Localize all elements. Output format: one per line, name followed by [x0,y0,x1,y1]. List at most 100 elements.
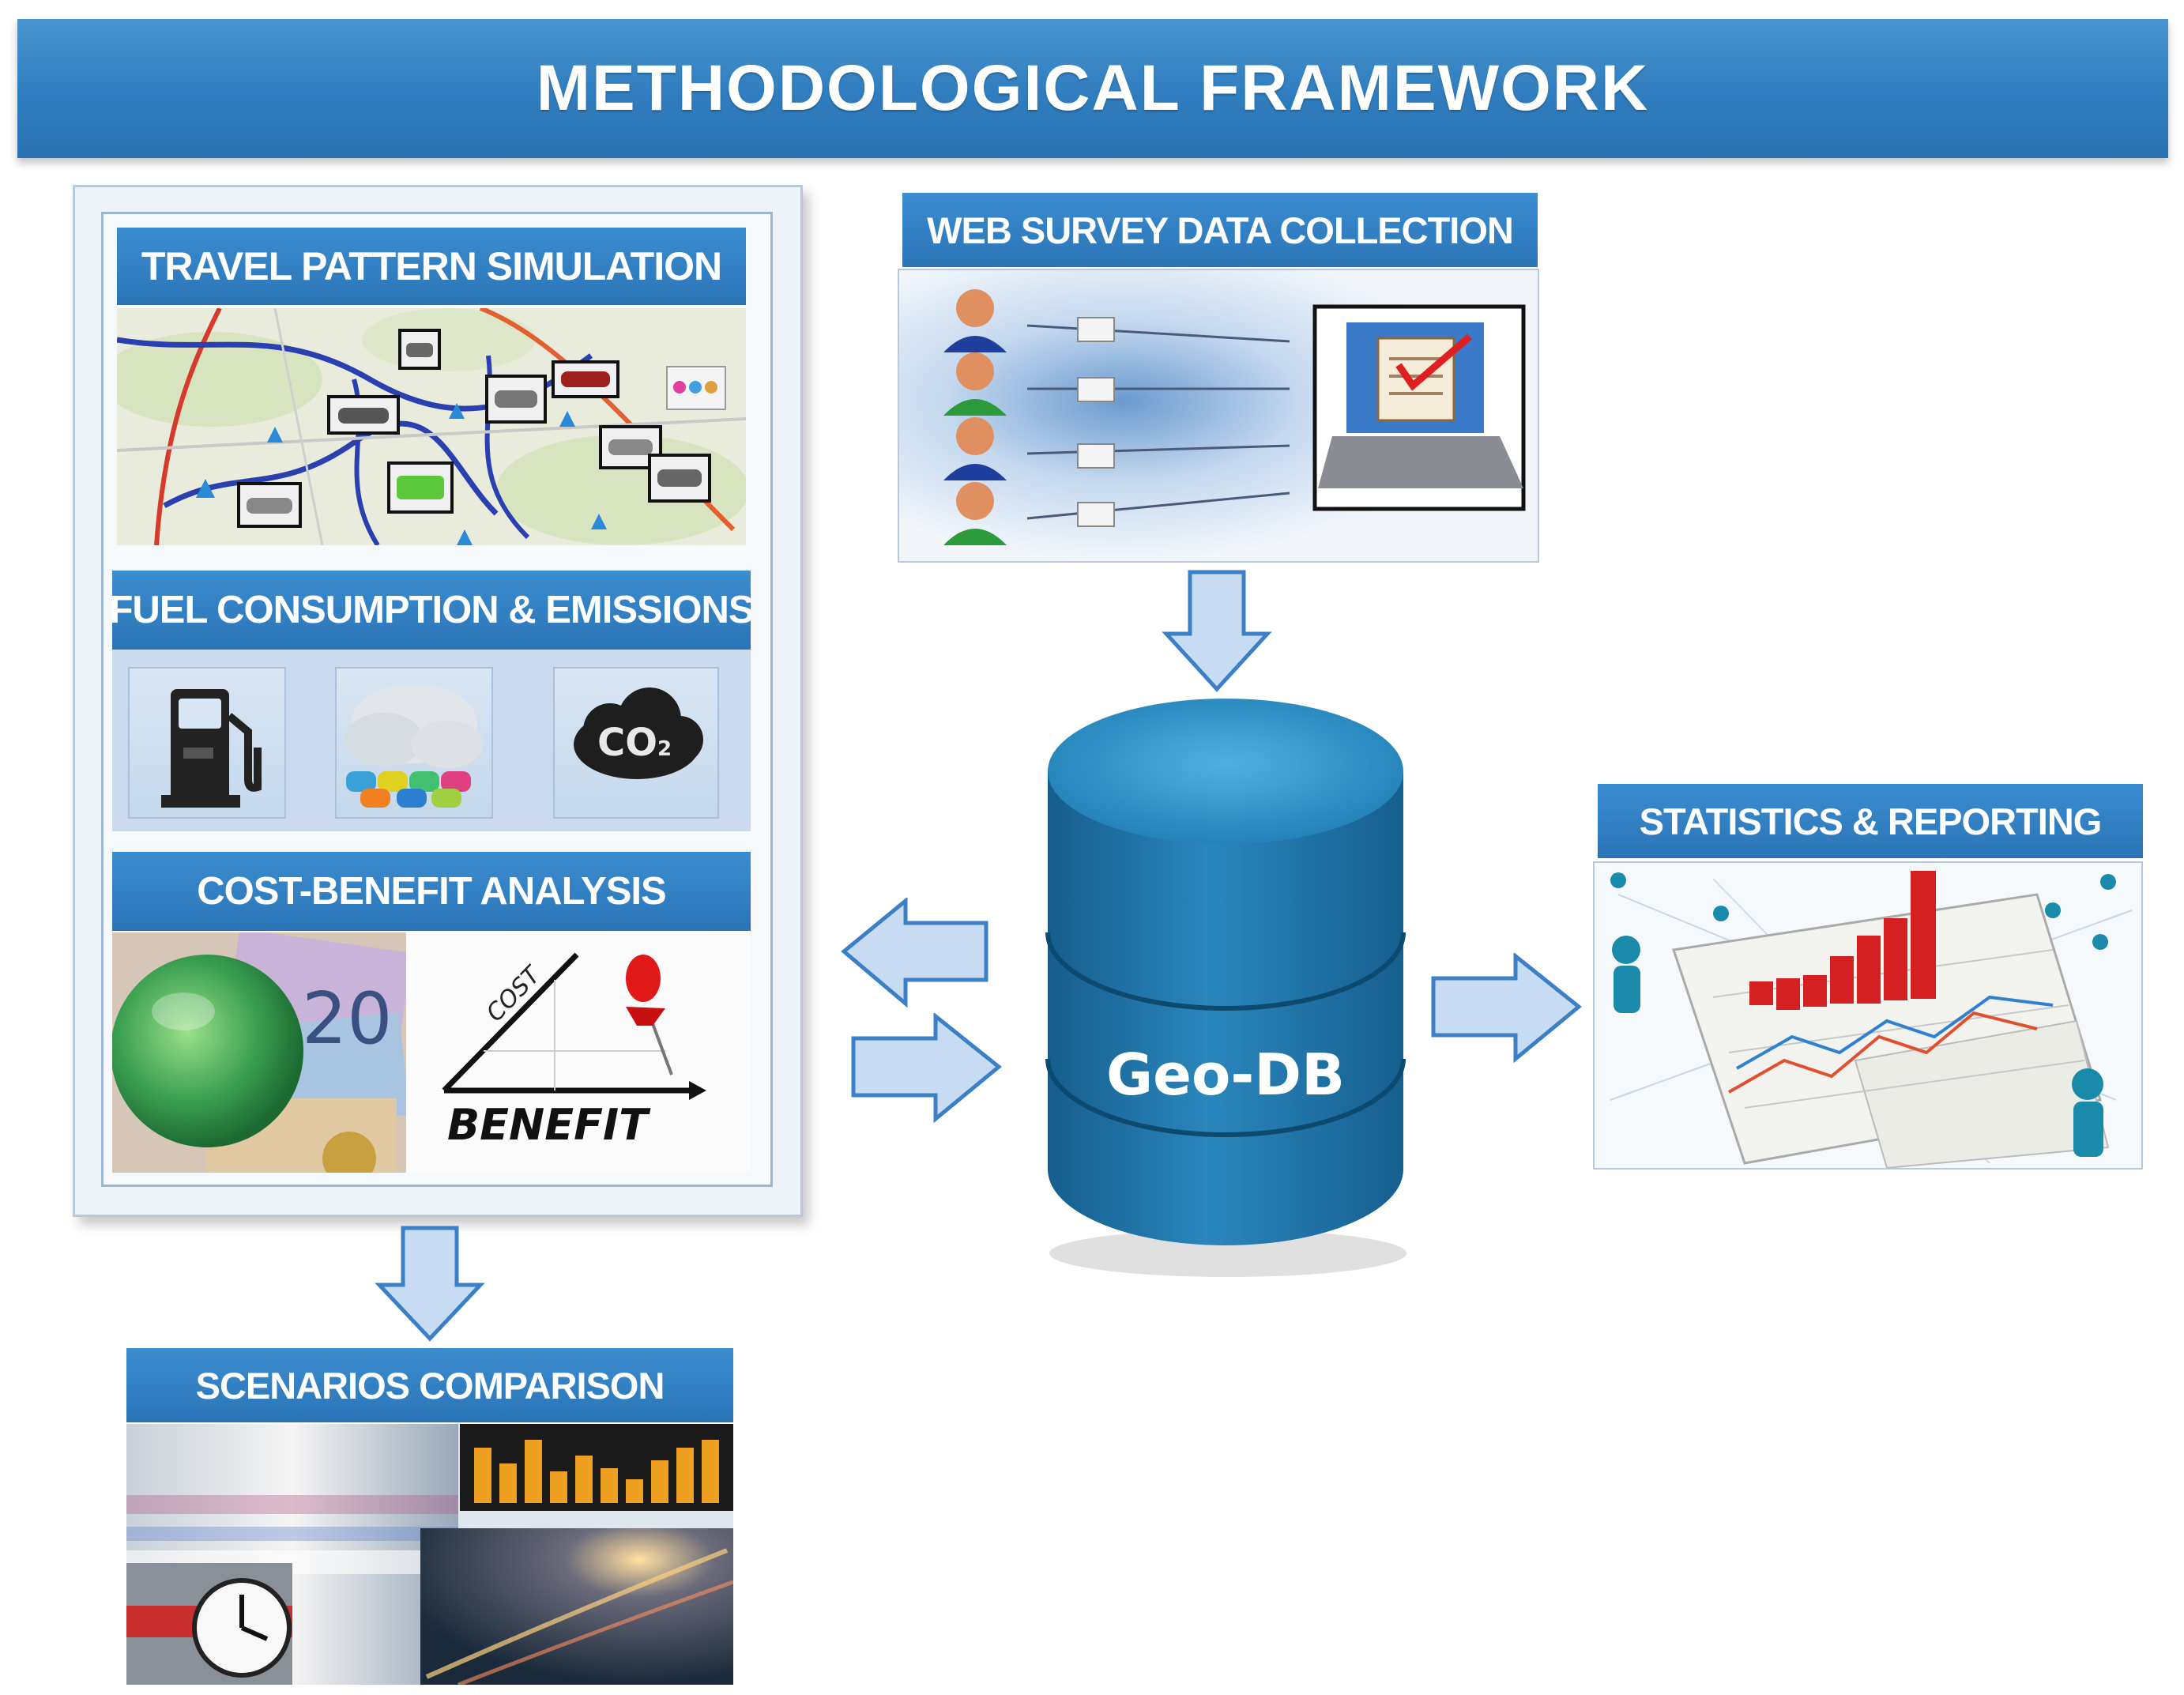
orange-bar [550,1471,567,1503]
respondent-4 [943,482,1290,545]
pushpin-body [626,1007,665,1026]
map-marker [559,411,575,427]
respondent-1 [943,289,1290,352]
arrow-db-to-statistics [1431,953,1582,1064]
scenarios-label: SCENARIOS COMPARISON [195,1364,665,1407]
people-dot [705,381,717,394]
statistics-label: STATISTICS & REPORTING [1639,800,2103,842]
report-trendline [1728,1011,2038,1094]
laptop-keyboard [1318,436,1523,488]
checkmark [1395,333,1472,391]
pushpin-needle [650,1019,673,1075]
co2-cloud-tile: CO2 [553,667,719,819]
light-trail [425,1548,729,1679]
orange-bar [601,1468,618,1503]
map-green-area [362,308,536,371]
stat-bar [1857,936,1881,1004]
stat-bar [1884,918,1907,1000]
blur-streak [126,1527,458,1541]
vehicle-thumb-car [247,498,292,514]
benefit-axis-arrow [689,1081,706,1100]
pushpin-head [626,955,661,1002]
map-marker [591,514,607,529]
arrow-survey-to-db [1162,570,1272,692]
vehicle-thumb-car [406,343,433,357]
network-node [2092,934,2108,950]
map-road-gray [273,308,324,545]
network-node [2045,902,2061,918]
co2-cloud-icon [574,687,703,779]
scenarios-image [126,1424,733,1685]
orange-bar [499,1463,517,1503]
vehicle-thumb-car [657,469,702,487]
traffic-smog-icon [345,684,484,808]
vehicle-thumb-car [608,439,653,455]
stat-bar [1749,981,1773,1005]
travel-pattern-label: TRAVEL PATTERN SIMULATION [141,244,722,288]
respondent-2 [943,352,1290,416]
laptop-clipboard [1376,337,1455,422]
fuel-pump-tile [128,667,286,819]
diagram-title: METHODOLOGICAL FRAMEWORK [536,52,1650,124]
arrow-db-to-modules [841,898,988,1008]
web-survey-image [898,269,1539,563]
travel-pattern-header: TRAVEL PATTERN SIMULATION [117,228,746,305]
clock-hand [240,1625,269,1641]
vehicle-thumb-bus [397,476,444,499]
orange-bar [651,1460,668,1503]
money-globe [112,955,303,1147]
web-survey-header: WEB SURVEY DATA COLLECTION [902,193,1538,267]
coin [322,1132,376,1173]
db-shadow [1049,1230,1406,1277]
scenarios-header: SCENARIOS COMPARISON [126,1348,733,1422]
geo-db-cylinder [1045,699,1406,1277]
orange-bar [676,1448,694,1503]
cost-benefit-image: 20 COST BENEFIT [112,932,751,1173]
blur-streak [126,1495,458,1514]
fuel-pump-icon [161,689,262,808]
vehicle-thumb-car [338,408,389,424]
stat-bar [1803,975,1827,1007]
orange-bar [474,1448,491,1503]
db-ring [1045,1058,1406,1137]
stat-bar [1911,871,1936,999]
map-road-gray [117,417,746,452]
title-banner: METHODOLOGICAL FRAMEWORK [17,19,2168,158]
orange-bar [702,1440,719,1503]
cost-benefit-svg: 20 COST BENEFIT [112,932,751,1173]
cost-axis [442,952,579,1093]
geo-db-label: Geo-DB [1106,1041,1345,1108]
person-figure [2072,1068,2103,1157]
respondent-3 [943,417,1290,480]
report-trendline [1736,995,2054,1070]
vehicle-thumb-car [561,371,610,387]
stat-bar [1830,956,1854,1004]
benefit-axis-label: BENEFIT [447,1100,651,1150]
network-node [1713,906,1729,921]
map-marker [449,403,465,419]
report-gridline [1744,1060,2085,1109]
map-road-red [154,308,222,545]
web-survey-svg [899,270,1538,561]
vehicle-thumb-car [495,390,537,408]
light-trail [458,1580,733,1685]
statistics-header: STATISTICS & REPORTING [1598,784,2143,858]
fuel-emissions-header: FUEL CONSUMPTION & EMISSIONS [112,571,751,650]
arrow-modules-to-scenarios [375,1226,485,1342]
map-marker [457,529,473,545]
map-marker [267,427,283,443]
db-top [1048,699,1403,844]
travel-map-svg [117,308,746,545]
cost-benefit-label: COST-BENEFIT ANALYSIS [197,870,666,913]
scenarios-svg [126,1424,733,1685]
travel-map-image [117,308,746,545]
statistics-image [1593,861,2143,1170]
fuel-emissions-label: FUEL CONSUMPTION & EMISSIONS [112,589,751,631]
cost-benefit-header: COST-BENEFIT ANALYSIS [112,852,751,931]
banknote-value: 20 [302,977,393,1060]
people-dot [673,381,686,394]
report-sheet [1854,1019,2110,1168]
co2-subscript: 2 [657,737,672,761]
people-dot [689,381,702,394]
money-globe-shine [152,993,215,1030]
